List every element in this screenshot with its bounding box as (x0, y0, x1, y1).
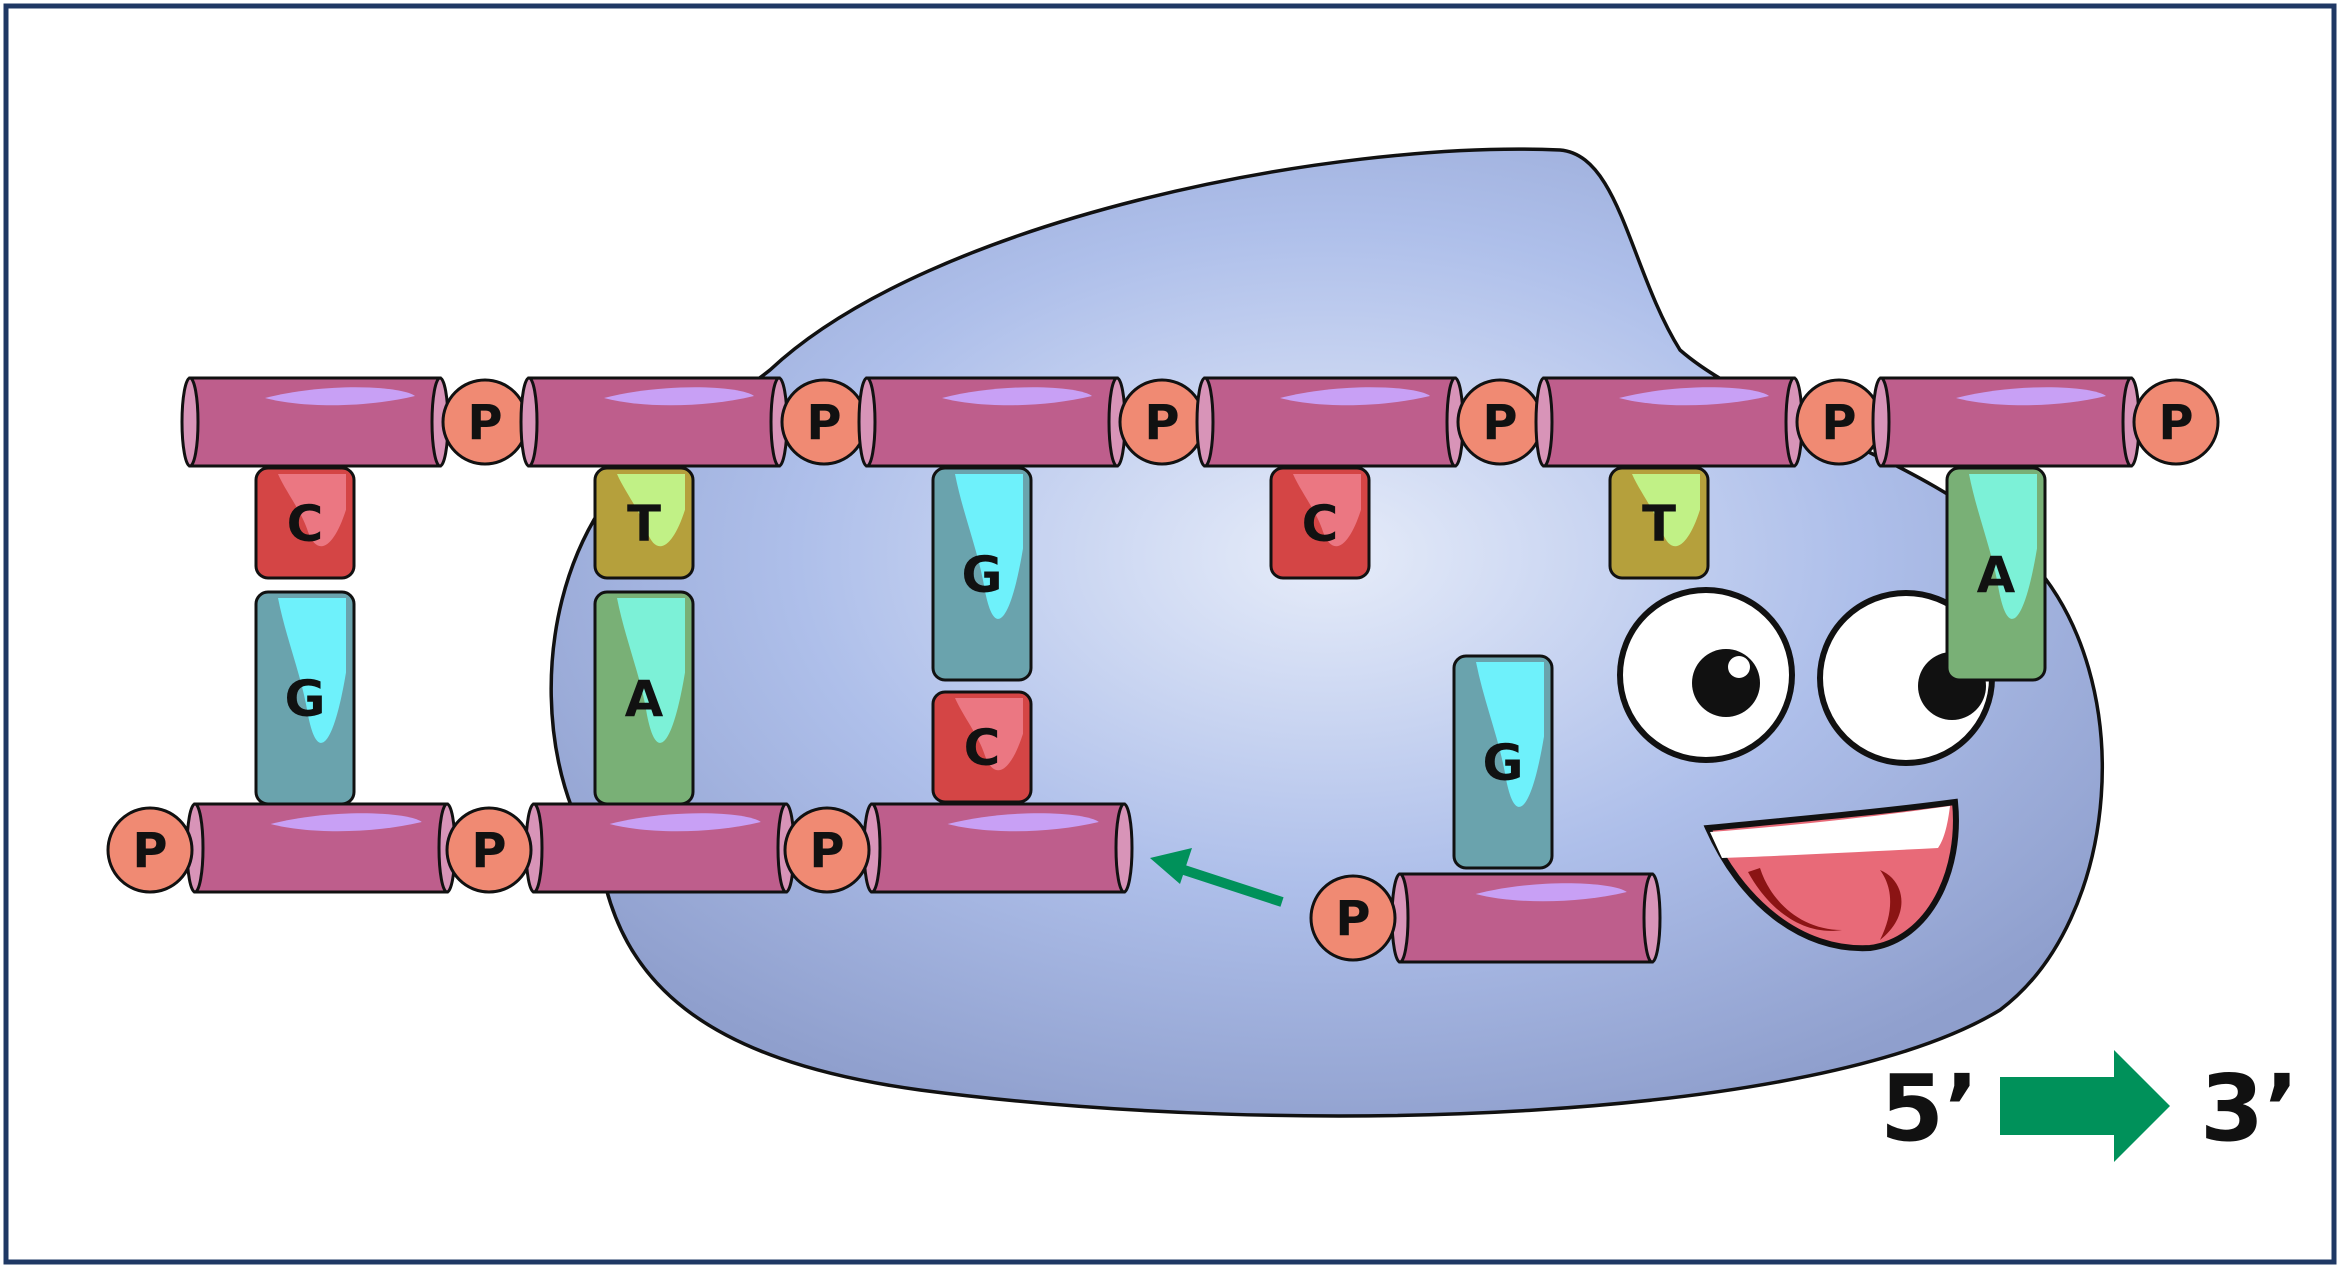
base-letter: C (1302, 495, 1339, 553)
phosphate-label: P (1144, 395, 1179, 451)
phosphate-label: P (1482, 395, 1517, 451)
phosphate-label: P (132, 823, 167, 879)
top-base-T-5: T (1608, 466, 1710, 580)
base-letter: C (287, 495, 324, 553)
phosphate-label: P (1821, 395, 1856, 451)
top-phosphate-3: P (1118, 378, 1206, 466)
smiling-mouth (1703, 798, 1959, 952)
top-phosphate-2: P (780, 378, 868, 466)
top-sugar-5 (1534, 376, 1804, 468)
top-sugar-1 (180, 376, 450, 468)
bottom-sugar-2 (524, 802, 796, 894)
top-base-A-6: A (1945, 466, 2047, 682)
top-base-C-4: C (1269, 466, 1371, 580)
phosphate-label: P (2158, 395, 2193, 451)
top-phosphate-4: P (1456, 378, 1544, 466)
five-prime-label: 5’ (1880, 1055, 1979, 1162)
incoming-phosphate: P (1309, 874, 1397, 962)
top-phosphate-1: P (441, 378, 529, 466)
top-sugar-6 (1871, 376, 2141, 468)
top-base-G-3: G (931, 466, 1033, 682)
base-letter: G (284, 670, 325, 728)
left-eye (1617, 587, 1795, 763)
bottom-phosphate-2: P (445, 806, 533, 894)
phosphate-label: P (1335, 891, 1370, 947)
phosphate-label: P (467, 395, 502, 451)
top-sugar-2 (519, 376, 789, 468)
base-letter: A (1977, 546, 2016, 604)
top-sugar-4 (1195, 376, 1465, 468)
base-letter: C (964, 719, 1001, 777)
bottom-sugar-3 (862, 802, 1134, 894)
phosphate-label: P (806, 395, 841, 451)
top-phosphate-6: P (2132, 378, 2220, 466)
bottom-phosphate-3: P (783, 806, 871, 894)
base-letter: G (961, 546, 1002, 604)
phosphate-label: P (809, 823, 844, 879)
top-phosphate-5: P (1795, 378, 1883, 466)
direction-arrow-icon (2000, 1050, 2170, 1162)
base-letter: G (1482, 734, 1523, 792)
three-prime-label: 3’ (2200, 1055, 2299, 1162)
dna-layer: P P P P P P C T G C T A G A C P P P G P (106, 376, 2220, 964)
bottom-base-G-1: G (254, 590, 356, 806)
bottom-sugar-1 (185, 802, 457, 894)
top-sugar-3 (857, 376, 1127, 468)
incoming-arrow-icon (1150, 848, 1284, 907)
bottom-phosphate-1: P (106, 806, 194, 894)
bottom-base-A-2: A (593, 590, 695, 806)
base-letter: T (1642, 495, 1676, 553)
bottom-base-C-3: C (931, 690, 1033, 804)
direction-legend: 5’ 3’ (1880, 1050, 2299, 1162)
incoming-sugar (1390, 872, 1662, 964)
top-base-C-1: C (254, 466, 356, 580)
base-letter: A (625, 670, 664, 728)
enzyme-face-icon (1617, 587, 1995, 952)
base-letter: T (627, 495, 661, 553)
top-base-T-2: T (593, 466, 695, 580)
phosphate-label: P (471, 823, 506, 879)
incoming-base-G: G (1452, 654, 1554, 870)
